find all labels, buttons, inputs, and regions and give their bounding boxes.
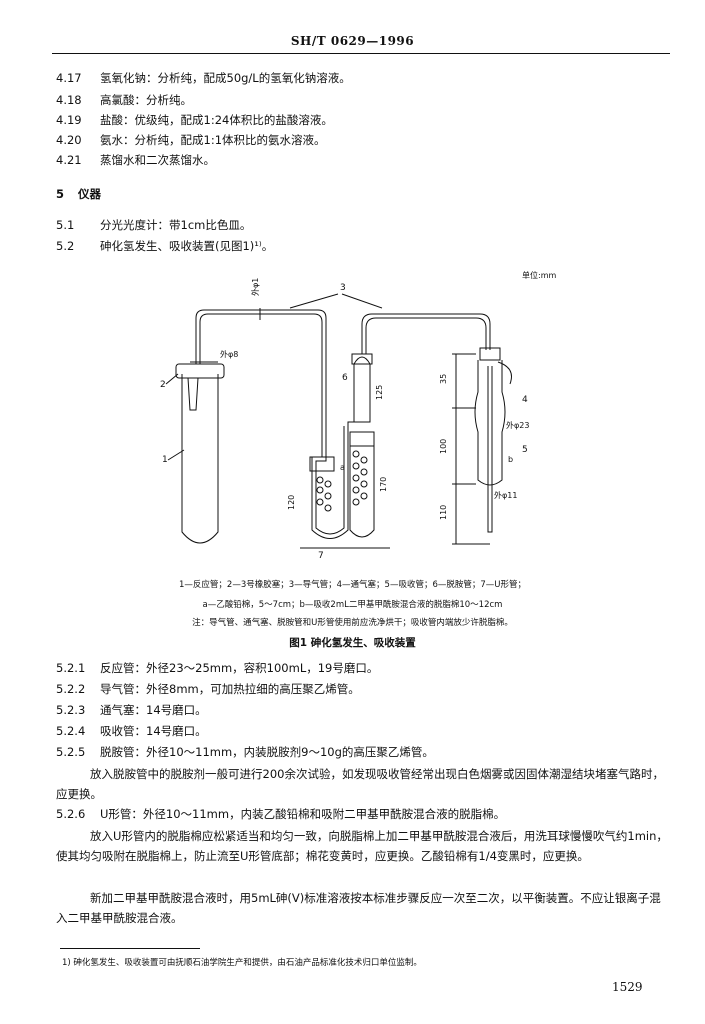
lead-acetate-cotton [316, 450, 368, 512]
svg-text:6: 6 [342, 373, 348, 383]
svg-text:120: 120 [287, 495, 296, 510]
svg-text:35: 35 [439, 374, 448, 384]
svg-text:1: 1 [162, 455, 168, 465]
absorption-tube [474, 360, 506, 486]
vent-plug [479, 347, 501, 361]
paragraph-u-tube: 放入U形管内的脱脂棉应松紧适当和均匀一致，向脱脂棉上加二甲基甲酰胺混合液后，用洗… [56, 829, 668, 863]
page-number: 1529 [612, 980, 643, 994]
svg-text:4: 4 [522, 395, 528, 405]
unit-label: 单位:mm [522, 270, 556, 280]
gas-tube [195, 309, 327, 432]
svg-text:2: 2 [160, 380, 166, 390]
rubber-stopper [175, 363, 225, 379]
header-rule [52, 53, 670, 54]
svg-text:外φ23: 外φ23 [506, 420, 529, 430]
reaction-tube [181, 374, 219, 544]
figure-note: 注：导气管、通气塞、脱胺管和U形管使用前应洗净烘干；吸收管内端放少许脱脂棉。 [192, 618, 513, 628]
u-tube-joint [309, 456, 335, 472]
svg-text:3: 3 [340, 283, 346, 293]
svg-text:100: 100 [439, 439, 448, 454]
svg-text:170: 170 [379, 477, 388, 492]
svg-text:外φ1: 外φ1 [250, 278, 260, 296]
svg-text:7: 7 [318, 551, 324, 561]
page-header: SH/T 0629—1996 [290, 34, 415, 48]
deamine-tube [353, 356, 371, 423]
paragraph-equilibrate: 新加二甲基甲酰胺混合液时，用5mL砷(V)标准溶液按本标准步骤反应一次至二次，以… [56, 891, 661, 925]
u-tube-right [349, 446, 375, 538]
svg-text:a: a [340, 463, 345, 472]
figure-caption-legend: 1—反应管；2—3号橡胶塞；3—导气管；4—通气塞；5—吸收管；6—脱胺管；7—… [179, 580, 526, 590]
svg-text:5: 5 [522, 445, 528, 455]
figure-caption-notes: a—乙酸铅棉，5～7cm；b—吸收2mL二甲基甲酰胺混合液的脱脂棉10～12cm [202, 600, 503, 610]
footnote: 1) 砷化氢发生、吸收装置可由抚顺石油学院生产和提供，由石油产品标准化技术归口单… [62, 958, 422, 968]
svg-text:110: 110 [439, 505, 448, 520]
footnote-rule [60, 948, 200, 949]
apparatus-figure: 单位:mm 1 2 外φ8 外φ1 3 a 120 170 7 6 125 4 … [160, 270, 556, 561]
figure-title: 图1 砷化氢发生、吸收装置 [289, 637, 416, 649]
svg-text:125: 125 [375, 385, 384, 400]
paragraph-deamine: 放入脱胺管中的脱胺剂一般可进行200余次试验，如发现吸收管经常出现白色烟雾或因固… [56, 767, 664, 801]
svg-text:外φ8: 外φ8 [220, 349, 238, 359]
svg-text:b: b [508, 455, 513, 464]
svg-text:外φ11: 外φ11 [494, 490, 517, 500]
